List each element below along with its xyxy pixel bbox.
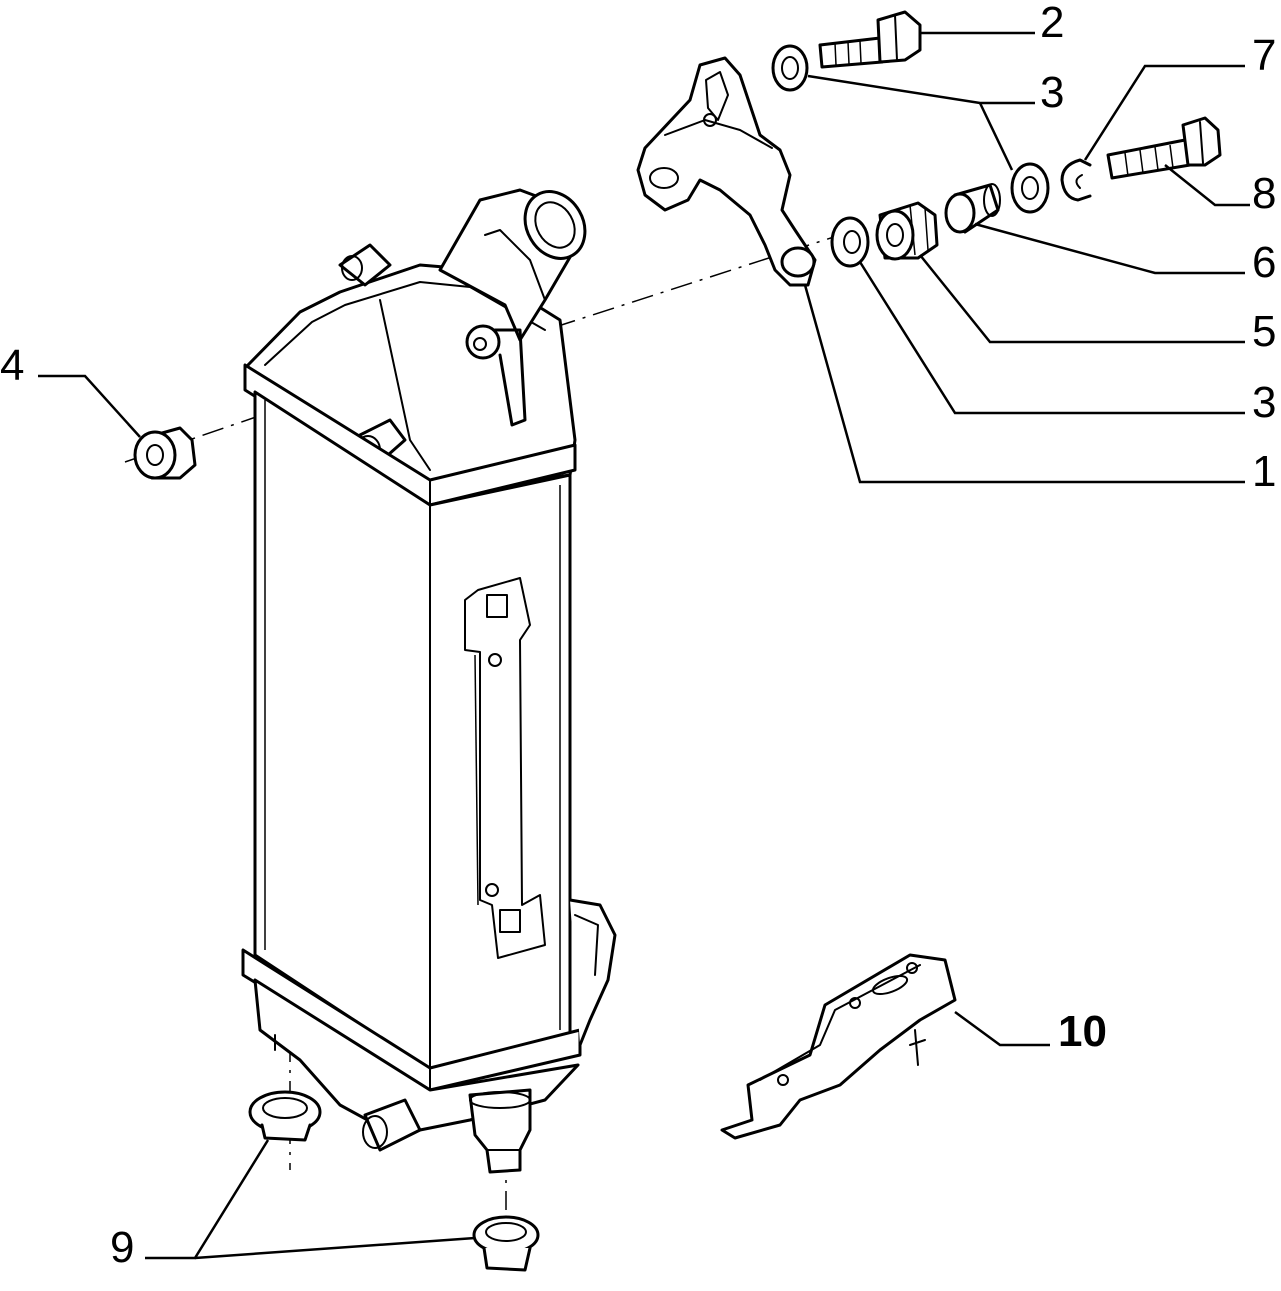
spacer-sleeve	[944, 183, 1001, 234]
callout-3-bottom: 3	[1252, 378, 1276, 427]
callout-2: 2	[1040, 0, 1064, 47]
callout-8: 8	[1252, 169, 1276, 218]
grommet-bottom-right	[472, 1215, 540, 1272]
bolt-top	[818, 10, 922, 69]
callout-4: 4	[0, 341, 24, 390]
bolt-right	[1106, 116, 1222, 180]
grommet-left	[133, 426, 197, 480]
callout-6: 6	[1252, 238, 1276, 287]
spring-washer	[1060, 158, 1092, 202]
callout-5: 5	[1252, 307, 1276, 356]
washer-right	[1010, 162, 1050, 214]
callout-1: 1	[1252, 447, 1276, 496]
callout-7: 7	[1252, 31, 1276, 80]
callout-9: 9	[110, 1223, 134, 1272]
callout-3-top: 3	[1040, 68, 1064, 117]
callout-10: 10	[1058, 1007, 1107, 1056]
intercooler-radiator	[241, 188, 617, 1174]
washer-top-left	[771, 44, 809, 92]
rubber-bushing	[875, 201, 939, 261]
grommet-bottom-left	[248, 1090, 322, 1142]
leader-lines	[38, 31, 1250, 1260]
lower-bracket	[720, 953, 957, 1140]
washer-bracket	[830, 216, 870, 268]
mounting-bracket	[636, 56, 817, 287]
